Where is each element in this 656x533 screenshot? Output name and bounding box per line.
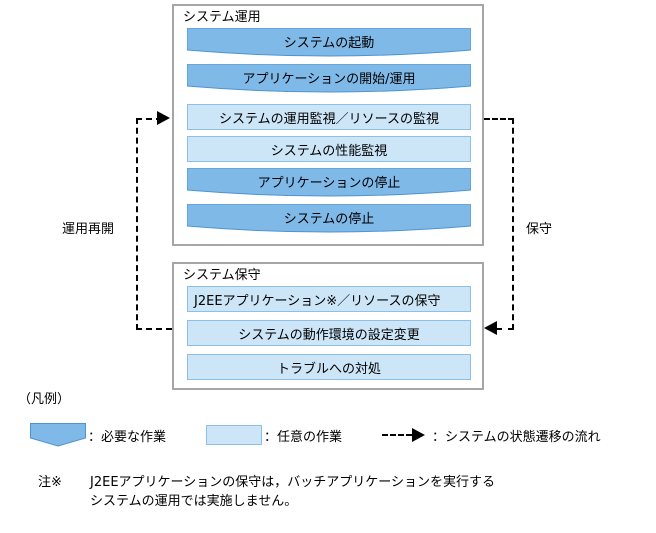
group-box-operation: システム運用 システムの起動 アプリケーションの開始/運用 システムの運用監視／… <box>172 4 484 246</box>
footnote-line-1: J2EEアプリケーションの保守は，バッチアプリケーションを実行する <box>90 475 496 490</box>
flow-label-resume-operation: 運用再開 <box>62 222 115 237</box>
flow-left-vertical-segment <box>136 118 138 330</box>
required-task-shape <box>187 168 471 197</box>
flow-left-arrowhead-icon <box>157 111 170 125</box>
task-label: システムの動作環境の設定変更 <box>238 327 420 343</box>
task-box-operation-monitoring[interactable]: システムの運用監視／リソースの監視 <box>187 104 471 130</box>
footnote-mark: 注※ <box>38 475 62 490</box>
task-box-j2ee-resource-maintenance[interactable]: J2EEアプリケーション※／リソースの保守 <box>187 286 471 312</box>
task-box-application-start[interactable]: アプリケーションの開始/運用 <box>187 64 471 96</box>
footnote-body: J2EEアプリケーションの保守は，バッチアプリケーションを実行するシステムの運用… <box>90 473 495 511</box>
legend-flow-text: ：システムの状態遷移の流れ <box>432 429 601 445</box>
task-box-environment-setting-change[interactable]: システムの動作環境の設定変更 <box>187 320 471 346</box>
task-box-system-stop[interactable]: システムの停止 <box>187 204 471 236</box>
flow-left-bottom-segment <box>136 328 172 330</box>
legend-title: （凡例） <box>18 392 71 407</box>
task-box-performance-monitoring[interactable]: システムの性能監視 <box>187 136 471 162</box>
task-label: アプリケーションの開始/運用 <box>242 71 416 87</box>
legend-required-text: ：必要な作業 <box>88 429 167 445</box>
task-label: システムの性能監視 <box>270 143 388 159</box>
legend-swatch-required <box>30 423 86 447</box>
required-task-shape <box>187 204 471 233</box>
group-title-operation: システム運用 <box>183 10 261 25</box>
group-title-maintenance: システム保守 <box>183 268 261 283</box>
flow-right-top-segment <box>484 118 514 120</box>
task-label: システムの起動 <box>283 35 375 51</box>
flow-right-arrowhead-icon <box>484 321 497 335</box>
legend-optional-text: ：任意の作業 <box>264 429 343 445</box>
flow-right-vertical-segment <box>512 118 514 330</box>
task-label: アプリケーションの停止 <box>257 175 401 191</box>
task-label: J2EEアプリケーション※／リソースの保守 <box>194 293 441 309</box>
legend-flow-arrow-icon <box>382 428 430 442</box>
legend-swatch-optional <box>206 425 263 445</box>
task-box-system-start[interactable]: システムの起動 <box>187 28 471 60</box>
task-box-application-stop[interactable]: アプリケーションの停止 <box>187 168 471 200</box>
task-label: システムの停止 <box>283 211 375 227</box>
required-task-shape <box>30 423 86 447</box>
flow-right-bottom-segment <box>496 328 514 330</box>
legend-arrowhead-icon <box>412 428 426 442</box>
footnote-line-2: システムの運用では実施しません。 <box>90 494 298 509</box>
required-task-shape <box>187 28 471 57</box>
task-box-trouble-handling[interactable]: トラブルへの対処 <box>187 354 471 380</box>
flow-left-top-segment <box>136 118 162 120</box>
task-label: トラブルへの対処 <box>276 361 381 377</box>
footnote: 注※ J2EEアプリケーションの保守は，バッチアプリケーションを実行するシステムの… <box>38 473 495 511</box>
flow-label-maintenance: 保守 <box>526 222 553 237</box>
required-task-shape <box>187 64 471 93</box>
legend-row: ：必要な作業 ：任意の作業 ：システムの状態遷移の流れ <box>30 420 640 450</box>
legend-dash-segment <box>382 434 413 436</box>
group-box-maintenance: システム保守 J2EEアプリケーション※／リソースの保守 システムの動作環境の設… <box>172 262 484 390</box>
task-label: システムの運用監視／リソースの監視 <box>219 111 439 127</box>
